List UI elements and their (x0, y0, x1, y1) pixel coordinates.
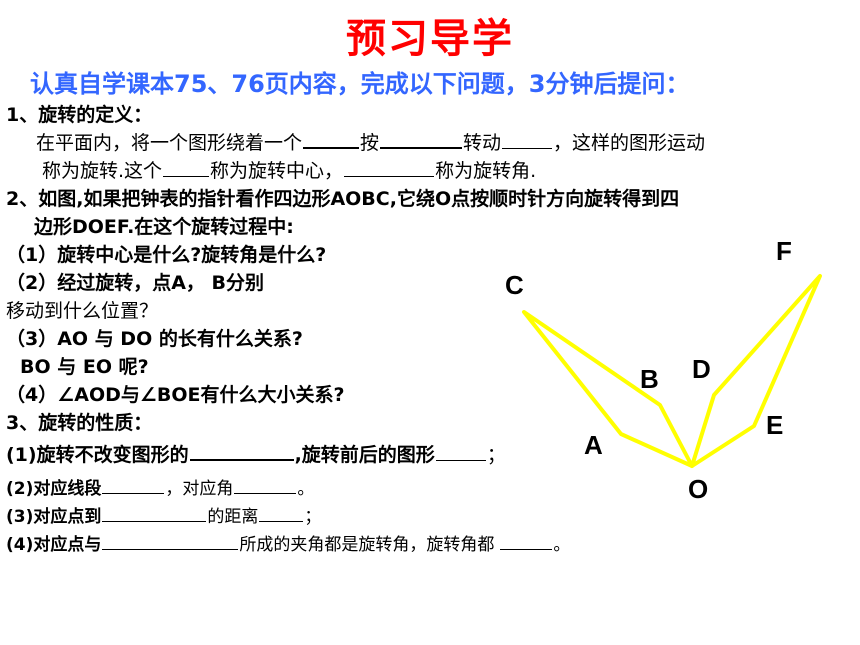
q3-prop4: (4)对应点与 所成的夹角都是旋转角，旋转角都 。 (6, 530, 570, 555)
blank (189, 458, 294, 461)
label-o: O (688, 474, 708, 504)
q3-p2c: 。 (297, 479, 315, 499)
q3-p3b: 的距离 (207, 507, 259, 527)
blank (234, 492, 297, 494)
q3-p4c: 。 (553, 535, 571, 555)
q3-p3a: (3)对应点到 (6, 507, 102, 527)
q3-p3c: ； (304, 507, 322, 527)
blank (502, 147, 553, 149)
q1-text-e: 称为旋转.这个 (42, 160, 163, 182)
q1-text-f: 称为旋转中心， (210, 160, 344, 182)
blank (500, 548, 553, 550)
label-e: E (766, 410, 783, 440)
quadrilateral-aobc (522, 310, 694, 468)
q3-p1c: ； (486, 444, 506, 466)
q2-sub2a: （2）经过旋转，点A， B分别 (6, 272, 265, 294)
label-c: C (505, 270, 524, 300)
q3-p1a: (1)旋转不改变图形的 (6, 444, 189, 466)
blank (380, 146, 463, 149)
q3-p2b: ，对应角 (165, 479, 234, 499)
blank (344, 175, 435, 177)
q2-sub2b: 移动到什么位置？ (6, 300, 159, 322)
q2-sub3a: （3）AO 与 DO 的长有什么关系? (6, 328, 303, 350)
q1-text-g: 称为旋转角. (435, 160, 537, 182)
blank (303, 146, 360, 149)
q1-text-d: ，这样的图形运动 (553, 132, 706, 154)
label-a: A (584, 430, 603, 460)
q2-intro-1: 2、如图,如果把钟表的指针看作四边形AOBC,它绕O点按顺时针方向旋转得到四 (6, 188, 680, 210)
q2-intro-line1: 2、如图,如果把钟表的指针看作四边形AOBC,它绕O点按顺时针方向旋转得到四 (6, 184, 679, 211)
q1-line1: 在平面内，将一个图形绕着一个 按 转动 ，这样的图形运动 (36, 128, 705, 155)
q1-text-c: 转动 (463, 132, 502, 154)
q2-sub3b: BO 与 EO 呢? (20, 356, 149, 378)
instruction-text: 认真自学课本75、76页内容，完成以下问题，3分钟后提问： (30, 70, 690, 98)
q1-heading: 1、旋转的定义： (6, 104, 153, 126)
q3-prop1: (1)旋转不改变图形的 ,旋转前后的图形 ； (6, 440, 506, 467)
q1-text-a: 在平面内，将一个图形绕着一个 (36, 132, 303, 154)
blank (259, 520, 304, 522)
blank (102, 520, 207, 522)
q3-prop2: (2)对应线段 ，对应角 。 (6, 474, 314, 499)
q3-prop3: (3)对应点到 的距离 ； (6, 502, 321, 527)
page-title: 预习导学 (346, 16, 514, 62)
q3-p4a: (4)对应点与 (6, 535, 102, 555)
q1-text-b: 按 (360, 132, 380, 154)
q2-sub1: （1）旋转中心是什么?旋转角是什么? (6, 244, 327, 266)
label-d: D (692, 354, 711, 384)
blank (435, 459, 486, 461)
q3-p2a: (2)对应线段 (6, 479, 102, 499)
label-b: B (640, 364, 659, 394)
q2-intro-2: 边形DOEF.在这个旋转过程中: (34, 216, 294, 238)
q1-line2: 称为旋转.这个 称为旋转中心， 称为旋转角. (42, 156, 536, 183)
q3-heading: 3、旋转的性质： (6, 412, 153, 434)
q2-sub4: （4）∠AOD与∠BOE有什么大小关系? (6, 384, 345, 406)
q3-p1b: ,旋转前后的图形 (294, 444, 435, 466)
blank (163, 175, 210, 177)
q3-p4b: 所成的夹角都是旋转角，旋转角都 (239, 535, 495, 555)
blank (102, 548, 239, 550)
label-f: F (776, 236, 792, 266)
quadrilateral-doef (690, 274, 822, 468)
blank (102, 492, 165, 494)
